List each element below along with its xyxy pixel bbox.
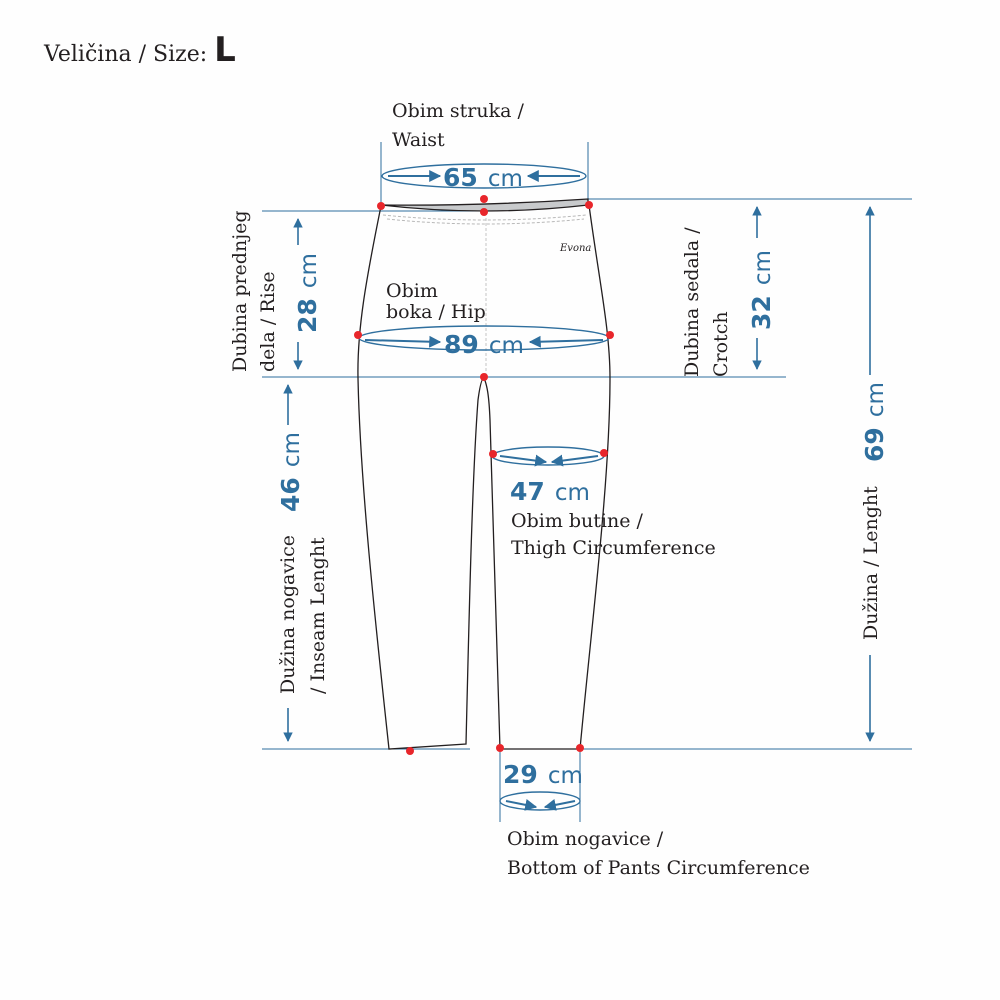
bottom-label-1: Obim nogavice / [507, 828, 664, 850]
hip-measure: 89 cm Obim boka / Hip [358, 280, 610, 359]
hip-value: 89 [444, 330, 479, 359]
length-measure: 69 cm Dužina / Lenght [860, 206, 889, 742]
thigh-ellipse [491, 446, 605, 466]
rise-value: 28 [293, 298, 322, 333]
brand-logo: Evona [559, 243, 591, 254]
crotch-value-text: 32 cm [747, 250, 776, 330]
length-label: Dužina / Lenght [860, 486, 882, 640]
point-thigh-left [489, 450, 497, 458]
hip-unit: cm [489, 333, 524, 359]
thigh-arrow-left [499, 454, 548, 467]
point-hip-right [606, 331, 614, 339]
length-value: 69 [860, 427, 889, 462]
point-hip-left [354, 331, 362, 339]
bottom-value-text: 29 cm [503, 760, 583, 789]
inseam-value: 46 [276, 477, 305, 512]
inseam-label-2: / Inseam Lenght [307, 537, 329, 694]
hip-ellipse [358, 325, 610, 351]
inseam-label-1: Dužina nogavice [277, 535, 299, 694]
crotch-label-2: Crotch [710, 311, 732, 377]
hip-label-2: boka / Hip [386, 301, 486, 323]
bottom-ellipse [499, 791, 581, 811]
rise-measure: 28 cm Dubina prednjeg dela / Rise [229, 211, 322, 373]
measurement-points [354, 195, 614, 755]
point-hem-left [406, 747, 414, 755]
thigh-value: 47 [510, 477, 545, 506]
size-prefix: Veličina / Size: [44, 42, 208, 67]
waist-label-2: Waist [392, 129, 445, 151]
waist-value: 65 [443, 163, 478, 192]
rise-label-1: Dubina prednjeg [229, 211, 251, 373]
thigh-value-text: 47 cm [510, 477, 590, 506]
rise-unit: cm [296, 253, 322, 288]
thigh-label-1: Obim butine / [511, 510, 644, 532]
point-hem-outer [576, 744, 584, 752]
thigh-unit: cm [555, 480, 590, 506]
rise-value-text: 28 cm [293, 253, 322, 333]
waist-ellipse [381, 163, 587, 189]
inseam-value-text: 46 cm [276, 432, 305, 512]
size-value: L [214, 30, 236, 70]
page-title: Veličina / Size: L [44, 30, 236, 70]
point-waist-front [480, 208, 488, 216]
point-crotch [480, 373, 488, 381]
rise-label-2: dela / Rise [257, 271, 279, 372]
point-thigh-right [600, 449, 608, 457]
crotch-value: 32 [747, 295, 776, 330]
bottom-arrow-left [505, 798, 538, 811]
point-waist-back [480, 195, 488, 203]
thigh-label-2: Thigh Circumference [511, 537, 716, 559]
bottom-unit: cm [548, 763, 583, 789]
waist-value-text: 65 cm [443, 163, 523, 192]
hip-arrow-right [528, 335, 604, 348]
bottom-arrow-right [543, 798, 576, 811]
inseam-unit: cm [279, 432, 305, 467]
crotch-unit: cm [750, 250, 776, 285]
point-hem-inner [496, 744, 504, 752]
inseam-measure: 46 cm Dužina nogavice / Inseam Lenght [276, 384, 329, 742]
thigh-measure: 47 cm Obim butine / Thigh Circumference [491, 446, 716, 559]
waist-unit: cm [488, 166, 523, 192]
waist-measure: 65 cm Obim struka / Waist [381, 100, 587, 192]
bottom-value: 29 [503, 760, 538, 789]
crotch-label-1: Dubina sedala / [681, 227, 703, 377]
point-waist-left [377, 202, 385, 210]
bottom-label-2: Bottom of Pants Circumference [507, 857, 810, 879]
point-waist-right [585, 201, 593, 209]
bottom-measure: 29 cm Obim nogavice / Bottom of Pants Ci… [499, 760, 810, 879]
crotch-measure: 32 cm Dubina sedala / Crotch [681, 206, 776, 377]
length-unit: cm [863, 382, 889, 417]
hip-label-1: Obim [386, 280, 438, 302]
hip-value-text: 89 cm [444, 330, 524, 359]
thigh-arrow-right [550, 454, 599, 467]
length-value-text: 69 cm [860, 382, 889, 462]
hip-arrow-left [364, 335, 442, 348]
waist-label-1: Obim struka / [392, 100, 524, 122]
